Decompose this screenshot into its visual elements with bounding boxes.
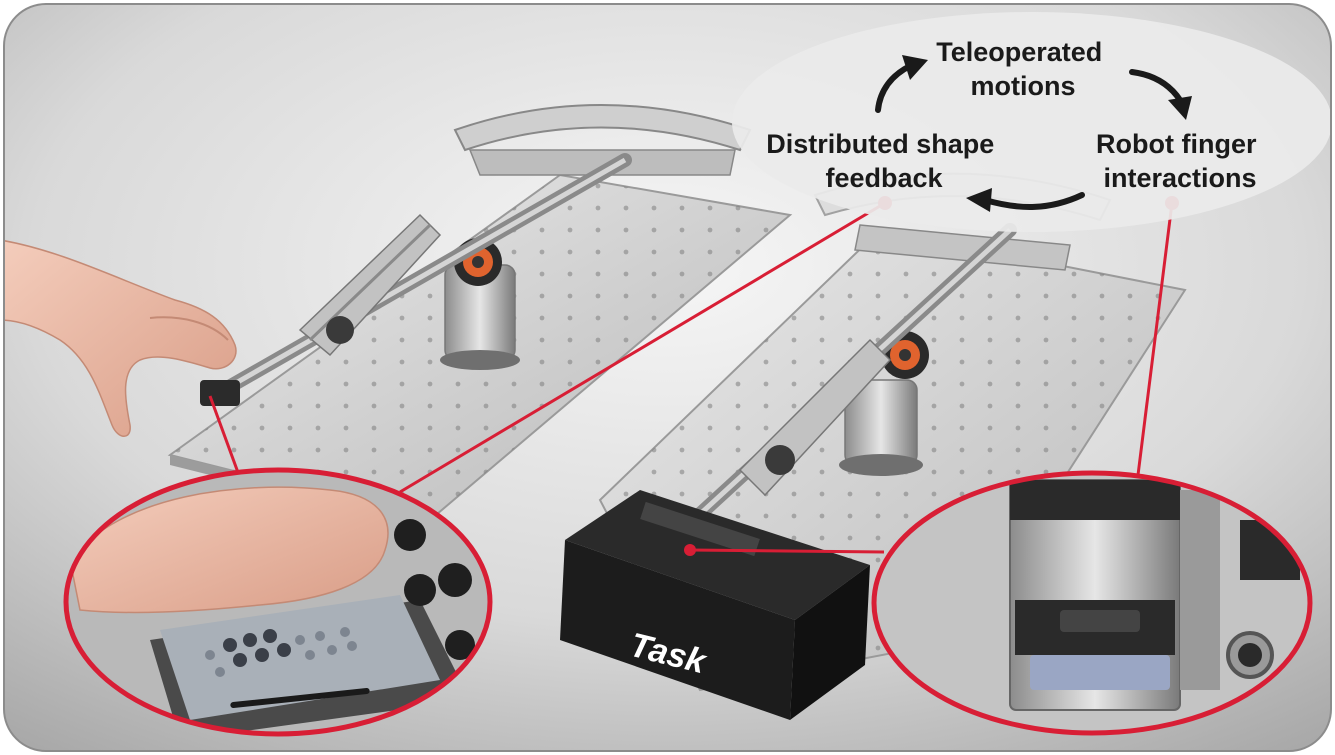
robot-finger-label: Robot finger interactions [1096, 129, 1264, 193]
hand-illustration [4, 239, 237, 437]
control-cycle: Teleoperated motions Robot finger intera… [732, 12, 1331, 232]
frame-border [3, 3, 1332, 752]
zoom-bubble-left [63, 467, 493, 737]
arrow-up-left-icon [875, 55, 928, 113]
teleoperated-label: Teleoperated motions [936, 37, 1110, 101]
task-box: Task [560, 490, 870, 720]
left-device [200, 104, 752, 406]
tactile-pin-array [205, 627, 357, 677]
connector-line-hand [208, 395, 242, 479]
zoom-bubble-right [871, 470, 1313, 736]
connector-lines [208, 201, 1174, 554]
connector-line-shape-feedback [399, 201, 886, 494]
connector-dot-task [684, 544, 696, 556]
connector-line-robot-finger [1136, 202, 1174, 476]
arrow-down-right-icon [1129, 69, 1192, 120]
cycle-arrows [875, 55, 1192, 212]
right-device [643, 172, 1112, 567]
shape-feedback-label: Distributed shape feedback [766, 129, 1002, 193]
cycle-ellipse [732, 12, 1331, 232]
connector-line-task [689, 548, 885, 554]
arrow-left-icon [966, 188, 1085, 212]
